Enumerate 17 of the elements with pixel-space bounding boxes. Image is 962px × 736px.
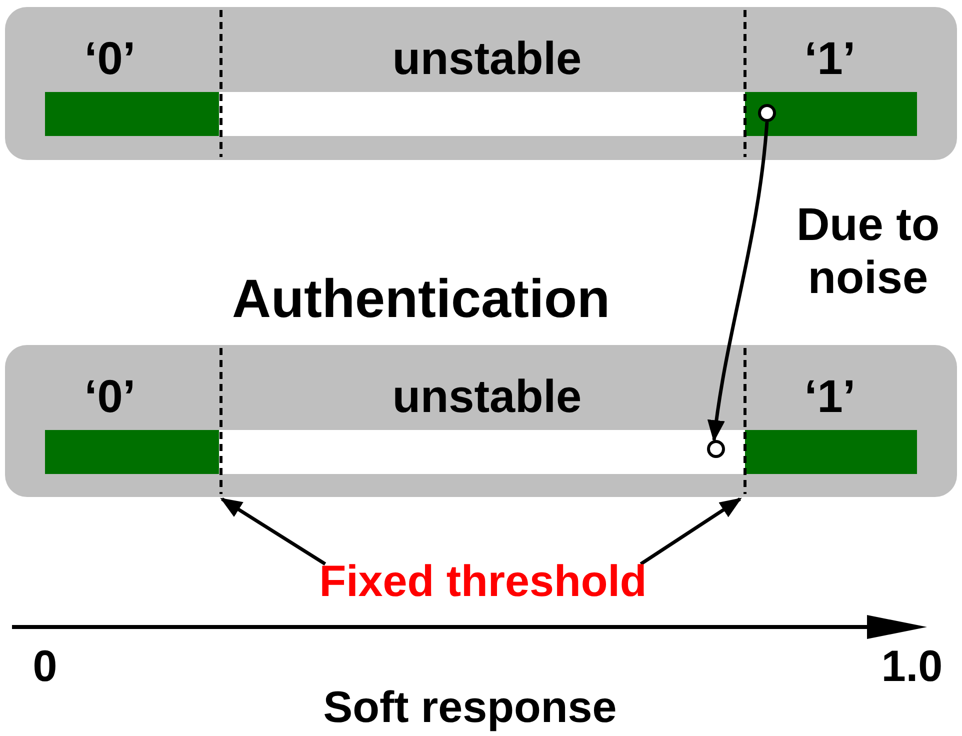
- axis-title: Soft response: [323, 686, 617, 730]
- bit-label: ‘0’: [84, 35, 136, 81]
- bit-label: ‘1’: [804, 373, 856, 419]
- edge-label: Due to noise: [795, 198, 941, 304]
- threshold-label: Fixed threshold: [319, 560, 647, 604]
- region-label: unstable: [392, 35, 582, 81]
- bit-label: ‘0’: [84, 373, 136, 419]
- arrow: [708, 122, 769, 442]
- section-title: Authentication: [232, 272, 610, 326]
- arrow: [220, 498, 326, 566]
- arrow: [640, 498, 742, 566]
- axis-tick-label: 1.0: [881, 645, 943, 689]
- axis-tick-label: 0: [32, 645, 58, 689]
- bit-label: ‘1’: [804, 35, 856, 81]
- response-band: [5, 7, 957, 160]
- region-label: unstable: [392, 373, 582, 419]
- response-band: [5, 345, 957, 497]
